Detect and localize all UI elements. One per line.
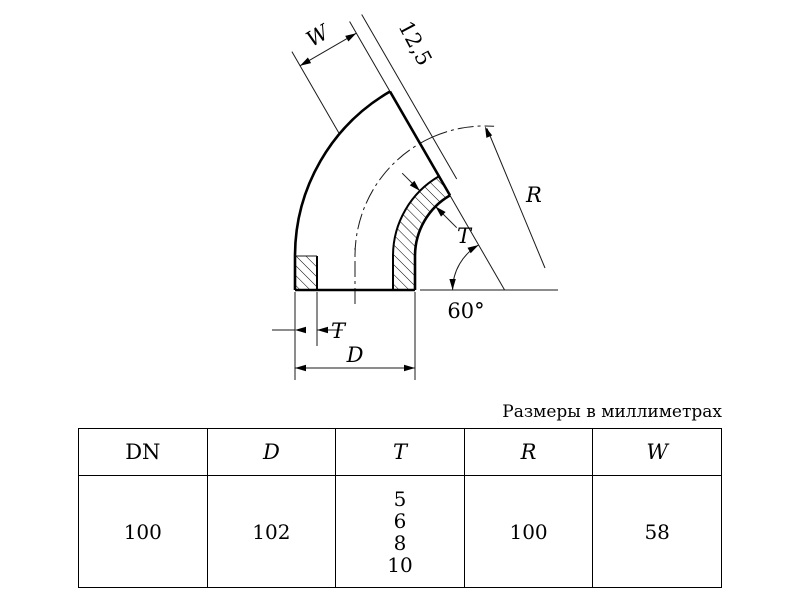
dimensions-table: DN D T R W 100 102 5 6 8 10 100 58 xyxy=(78,428,722,588)
dim-label-angle: 60° xyxy=(447,299,484,323)
dim-label-bevel: 12,5 xyxy=(394,17,437,70)
centerlines xyxy=(354,125,495,304)
table-header-row: DN D T R W xyxy=(79,429,721,476)
header-cell-r: R xyxy=(465,429,594,475)
value-cell-t: 5 6 8 10 xyxy=(336,476,465,587)
dim-label-wall-bottom: T xyxy=(331,319,347,343)
header-cell-dn: DN xyxy=(79,429,208,475)
dim-label-radius: R xyxy=(525,183,542,207)
t-value-line: 8 xyxy=(393,530,407,555)
header-cell-w: W xyxy=(646,440,668,464)
dim-label-diameter: D xyxy=(346,343,364,367)
dimension-arrows xyxy=(295,33,493,372)
dim-label-wall-mid: T xyxy=(457,224,473,248)
hatched-inner-wall-section xyxy=(393,176,450,290)
t-value-line: 10 xyxy=(387,552,413,577)
value-cell-r: 100 xyxy=(465,476,594,587)
elbow-section-drawing: W 12,5 R T T D 60° xyxy=(272,14,558,380)
value-cell-d: 102 xyxy=(208,476,337,587)
t-value-line: 6 xyxy=(393,508,407,533)
value-cell-dn: 100 xyxy=(79,476,208,587)
table-value-row: 100 102 5 6 8 10 100 58 xyxy=(79,476,721,587)
t-value-line: 5 xyxy=(393,486,407,511)
hatched-left-wall-section xyxy=(295,256,317,290)
dim-label-w: W xyxy=(302,19,335,52)
value-cell-w: 58 xyxy=(644,519,670,544)
units-caption: Размеры в миллиметрах xyxy=(502,402,722,422)
header-cell-d: D xyxy=(208,429,337,475)
dimension-lines xyxy=(272,14,558,380)
elbow-outline xyxy=(293,90,452,292)
header-cell-t: T xyxy=(336,429,465,475)
